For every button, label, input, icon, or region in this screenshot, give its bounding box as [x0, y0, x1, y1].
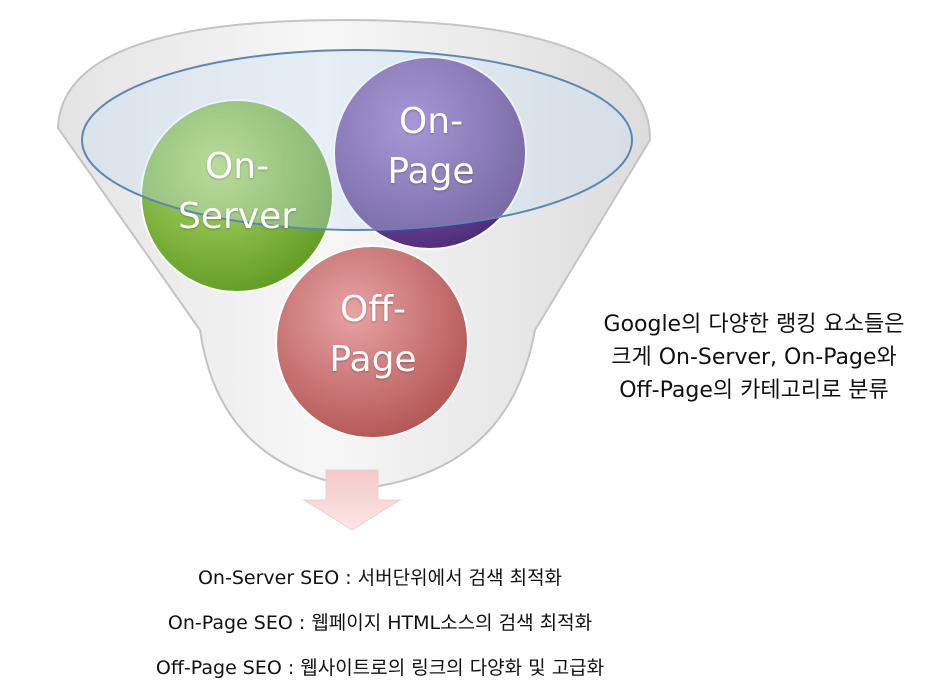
definition-off-page: Off-Page SEO : 웹사이트로의 링크의 다양화 및 고급화 [155, 657, 605, 679]
note-line-3: Off-Page의 카테고리로 분류 [619, 378, 889, 403]
off-page-label: Off- Page [329, 289, 417, 381]
funnel-rim [81, 49, 633, 231]
note-line-1: Google의 다양한 랭킹 요소들은 [603, 312, 905, 337]
circle-off-page [275, 245, 469, 439]
definition-on-page: On-Page SEO : 웹페이지 HTML소스의 검색 최적화 [167, 612, 593, 634]
seo-definition-list: On-Server SEO : 서버단위에서 검색 최적화 On-Page SE… [60, 563, 700, 698]
circle-on-page [333, 56, 527, 250]
definition-on-server: On-Server SEO : 서버단위에서 검색 최적화 [197, 567, 563, 589]
note-line-2: 크게 On-Server, On-Page와 [611, 345, 897, 370]
on-page-label: On- Page [387, 101, 475, 193]
on-server-label: On- Server [177, 146, 297, 238]
down-arrow-icon [302, 469, 402, 531]
ranking-factors-note: Google의 다양한 랭킹 요소들은 크게 On-Server, On-Pag… [560, 308, 948, 407]
